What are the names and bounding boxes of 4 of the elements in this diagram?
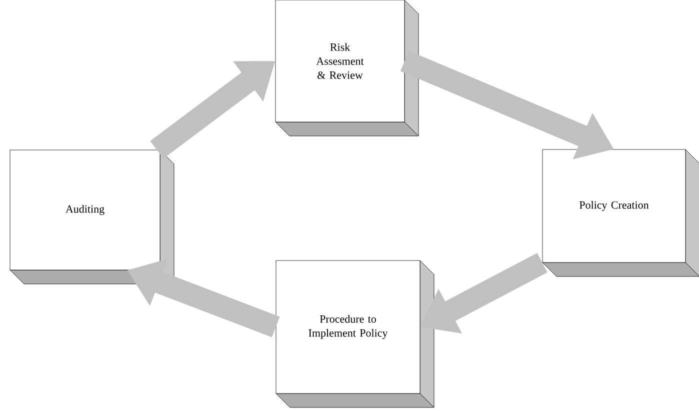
process-box: Policy Creation <box>542 149 699 277</box>
process-box: Auditing <box>10 150 174 284</box>
process-box: Risk Assesment & Review <box>275 0 419 136</box>
process-box: Procedure to Implement Policy <box>276 260 434 408</box>
